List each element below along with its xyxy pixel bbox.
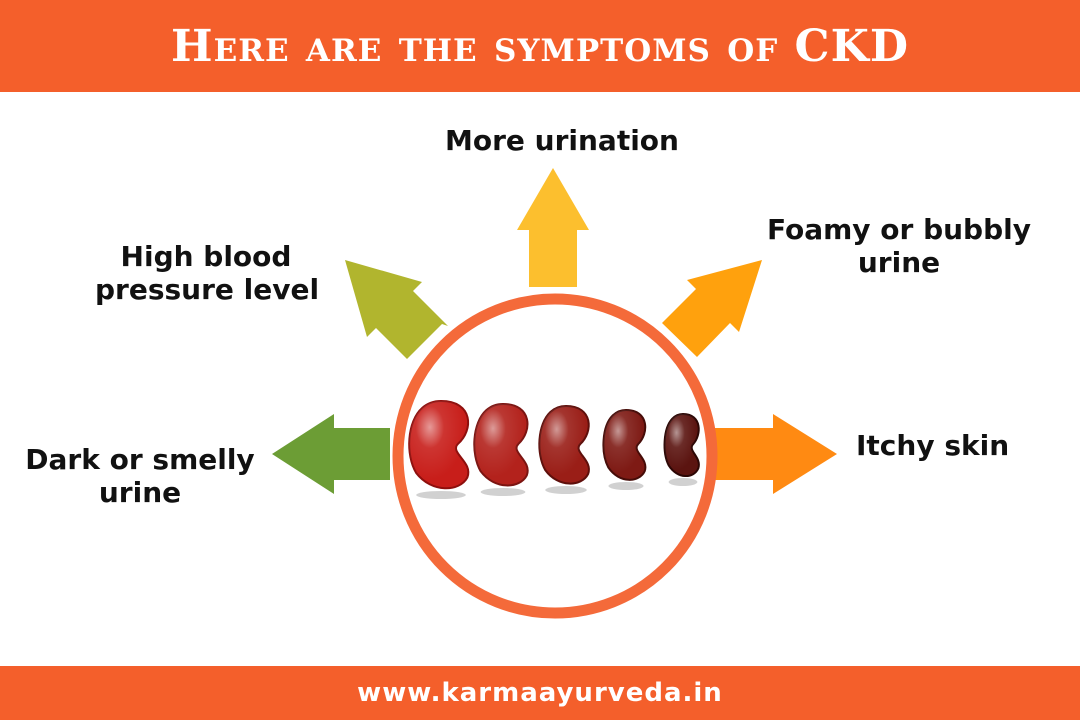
bean-shadow <box>416 491 466 499</box>
symptom-label-high-blood-pressure: High blood pressure level <box>95 240 320 306</box>
bean-highlight <box>603 410 646 480</box>
bean-shadow <box>480 488 526 496</box>
footer-banner: www.karmaayurveda.in <box>0 666 1080 720</box>
symptom-label-more-urination: More urination <box>445 124 679 157</box>
symptom-label-itchy-skin: Itchy skin <box>856 429 1010 462</box>
arrow-right <box>714 414 837 494</box>
symptom-label-foamy-urine: Foamy or bubbly urine <box>766 213 1031 279</box>
bean-highlight <box>474 404 528 486</box>
page-title: Here are the symptoms of CKD <box>171 20 909 72</box>
arrow-up <box>517 168 589 287</box>
website-url: www.karmaayurveda.in <box>357 678 723 708</box>
bean-shadow <box>608 482 644 490</box>
bean-shadow <box>545 486 587 494</box>
arrow-left <box>272 414 390 494</box>
symptom-label-dark-urine: Dark or smelly urine <box>25 443 255 509</box>
arrow-upper-left <box>345 260 448 359</box>
bean-highlight <box>664 414 699 477</box>
arrow-upper-right <box>662 260 762 357</box>
header-banner: Here are the symptoms of CKD <box>0 0 1080 92</box>
kidney-beans-icon <box>408 399 700 499</box>
bean-shadow <box>668 478 698 486</box>
bean-highlight <box>409 401 469 489</box>
bean-highlight <box>539 406 589 484</box>
